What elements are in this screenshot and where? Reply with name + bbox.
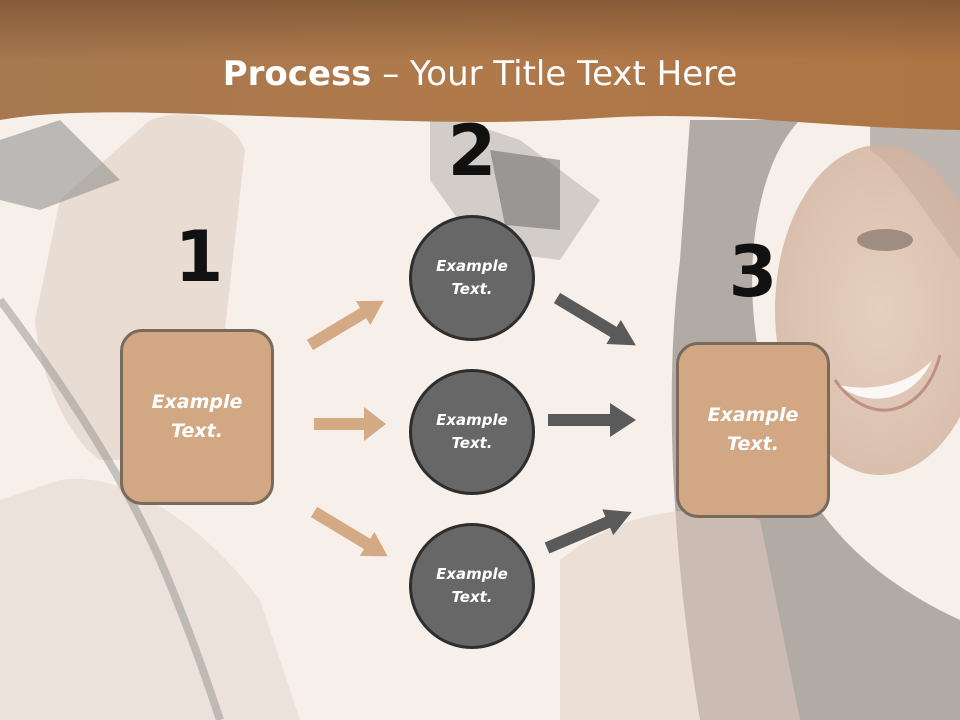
process-circle-top-text: Example Text.	[436, 257, 508, 298]
arrow-circle-bottom-to-box3	[544, 509, 632, 554]
process-circle-bottom-text: Example Text.	[436, 565, 508, 606]
step-number-2: 2	[447, 110, 497, 192]
title-strong: Process	[222, 54, 372, 94]
step-box-3-text: Example Text.	[707, 404, 799, 455]
step-number-3: 3	[728, 231, 778, 313]
step-box-3: Example Text.	[676, 342, 830, 518]
title-rest: – Your Title Text Here	[371, 54, 738, 94]
step-number-1: 1	[174, 216, 224, 298]
arrow-circle-middle-to-box3	[548, 403, 636, 437]
process-circle-middle-text: Example Text.	[436, 411, 508, 452]
process-circle-bottom: Example Text.	[409, 523, 535, 649]
arrow-box1-to-circle-top	[306, 300, 384, 351]
process-circle-middle: Example Text.	[409, 369, 535, 495]
step-box-1: Example Text.	[120, 329, 274, 505]
process-circle-top: Example Text.	[409, 215, 535, 341]
slide-title: Process – Your Title Text Here	[0, 50, 960, 98]
arrow-box1-to-circle-middle	[314, 407, 386, 441]
arrow-box1-to-circle-bottom	[310, 506, 388, 557]
arrow-circle-top-to-box3	[553, 292, 636, 346]
step-box-1-text: Example Text.	[151, 391, 243, 442]
